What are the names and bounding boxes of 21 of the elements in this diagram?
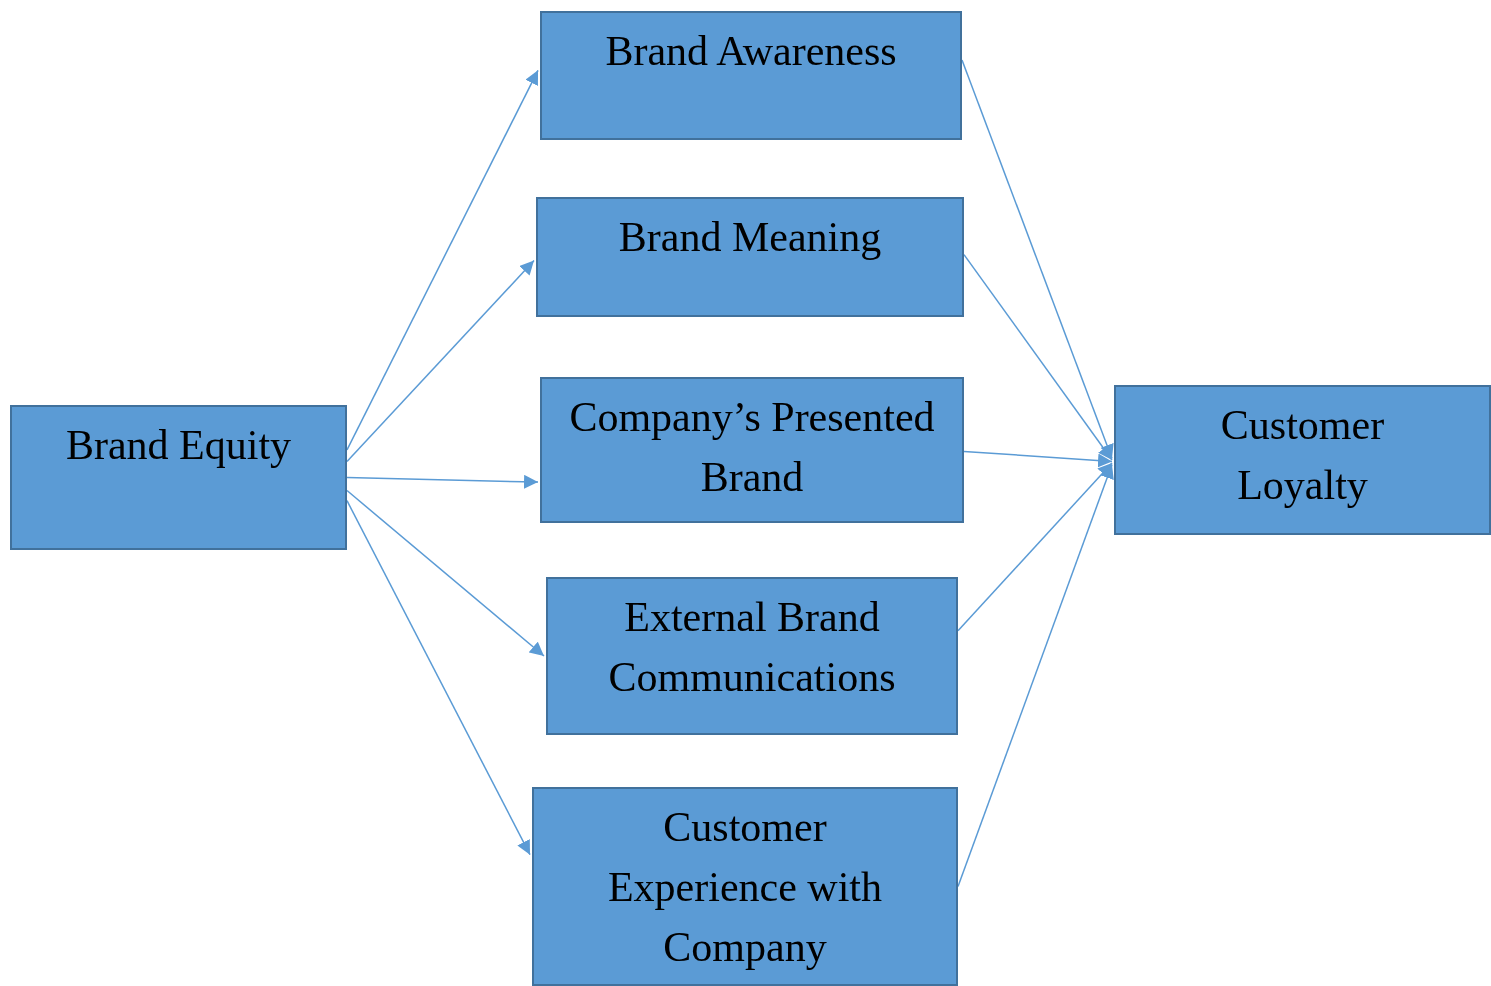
box-label: External Brand Communications — [607, 593, 897, 702]
concept-box — [540, 11, 962, 140]
concept-box — [10, 405, 347, 550]
arrow — [957, 462, 1113, 632]
arrow — [346, 474, 539, 489]
concept-box — [536, 197, 964, 317]
box-label: Brand Equity — [65, 421, 292, 470]
arrow — [963, 450, 1113, 468]
concept-box — [532, 787, 958, 986]
arrow — [346, 259, 535, 463]
box-label: Company’s Presented Brand — [568, 393, 936, 502]
arrow — [346, 489, 545, 657]
box-label: Brand Awareness — [605, 27, 897, 76]
box-label: Brand Meaning — [618, 213, 882, 262]
box-label: Customer Experience with Company — [606, 803, 883, 972]
arrow — [346, 69, 539, 451]
concept-box — [540, 377, 964, 523]
concept-box — [1114, 385, 1491, 535]
arrow — [963, 253, 1113, 461]
concept-box — [546, 577, 958, 735]
box-label: Customer Loyalty — [1219, 401, 1386, 510]
